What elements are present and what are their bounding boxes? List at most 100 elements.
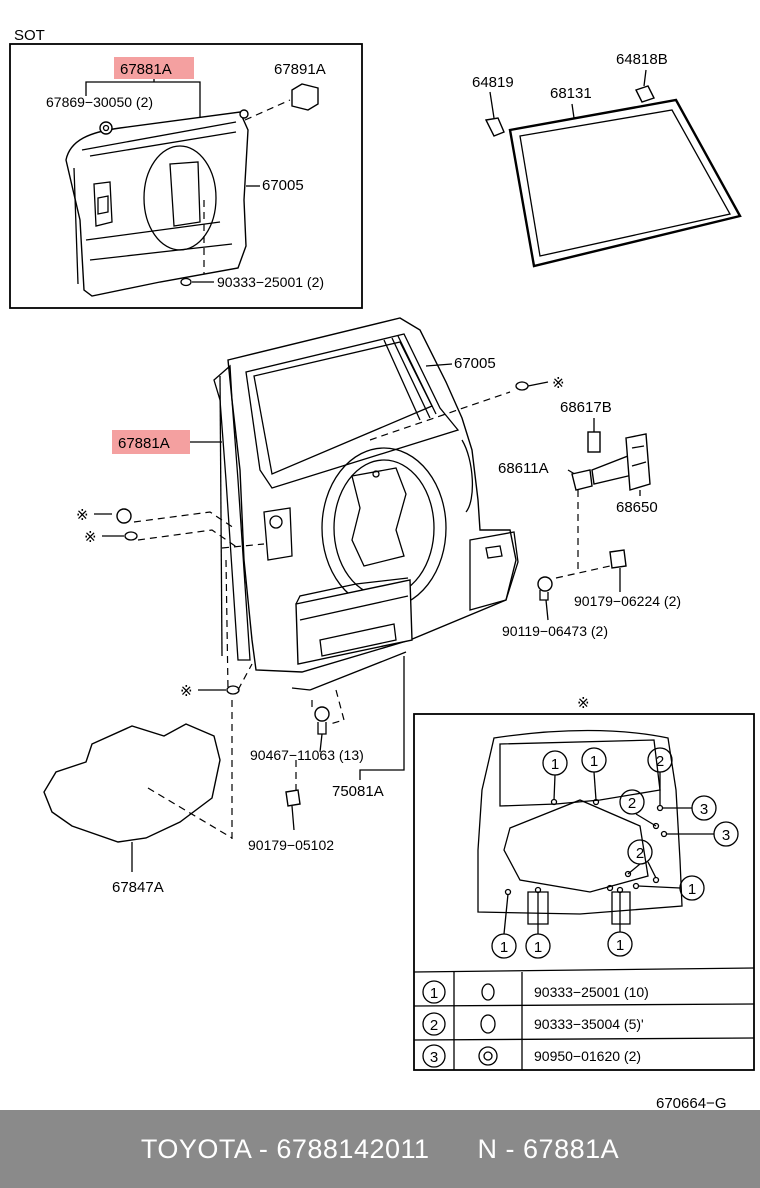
clip-marker-3-a: 3	[662, 795, 717, 821]
parts-diagram: SOT 67881A 67869−30050 (2) 67891A 67005 …	[9, 27, 755, 1110]
footer-part-code: N - 67881A	[477, 1133, 620, 1164]
clip-icon-2	[480, 1014, 496, 1034]
svg-text:2: 2	[430, 1017, 438, 1034]
sot-label-90333: 90333−25001 (2)	[217, 274, 324, 290]
clip-marker-1-c: 1	[637, 875, 705, 901]
bushing-68617b	[587, 431, 601, 453]
svg-text:90333−25001 (10): 90333−25001 (10)	[534, 984, 649, 1000]
hinge-68650	[625, 433, 651, 491]
sot-grommet-67891a	[291, 83, 319, 111]
svg-text:2: 2	[636, 845, 644, 862]
svg-text:3: 3	[700, 801, 708, 818]
svg-text:1: 1	[616, 937, 624, 954]
sot-handle-recess	[93, 181, 113, 227]
sot-highlight-67881a	[114, 57, 194, 79]
label-90467: 90467−11063 (13)	[250, 747, 364, 763]
glass-stopper-64818b	[635, 85, 655, 103]
asterisk-left-1: ※	[76, 507, 89, 524]
clip-icon-3	[478, 1046, 498, 1066]
clip-marker-2-c: 2	[627, 839, 657, 879]
highlight-67881a	[112, 430, 190, 454]
label-68650: 68650	[616, 499, 658, 516]
sot-inset: SOT 67881A 67869−30050 (2) 67891A 67005 …	[9, 27, 363, 309]
clip-marker-2-b: 2	[647, 747, 673, 806]
footer-spacer	[430, 1134, 478, 1165]
hole-plug-top	[515, 381, 529, 391]
label-68617b: 68617B	[560, 399, 612, 416]
label-75081a: 75081A	[332, 783, 384, 800]
label-90179-06224: 90179−06224 (2)	[574, 593, 681, 609]
label-68131: 68131	[550, 85, 592, 102]
asterisk-top: ※	[552, 375, 565, 392]
clip-marker-1-f: 1	[607, 892, 633, 957]
sot-trim-board	[65, 111, 249, 297]
bolt-90119	[537, 576, 553, 592]
sot-label-67869: 67869−30050 (2)	[46, 94, 153, 110]
asterisk-left-2: ※	[84, 529, 97, 546]
back-door-glass	[508, 98, 742, 268]
svg-text:3: 3	[430, 1049, 438, 1066]
svg-text:3: 3	[722, 827, 730, 844]
clip-inset-asterisk: ※	[577, 695, 590, 712]
svg-text:1: 1	[551, 756, 559, 773]
clip-90467	[314, 706, 330, 722]
label-67847a: 67847A	[112, 879, 164, 896]
clip-90179-06224	[609, 549, 627, 569]
footer-bar: TOYOTA - 6788142011 N - 67881A	[0, 1110, 760, 1188]
glass-stopper-64819	[484, 117, 505, 137]
label-90119: 90119−06473 (2)	[502, 623, 608, 639]
clip-68611a	[571, 469, 593, 491]
clip-left-1	[116, 508, 132, 524]
svg-text:1: 1	[590, 753, 598, 770]
svg-text:2: 2	[656, 753, 664, 770]
legend-row-1: 1 90333−25001 (10)	[422, 980, 649, 1004]
diagram-code: 670664−G	[656, 1095, 726, 1110]
clip-position-inset: ※ 1 1 2	[413, 695, 755, 1071]
legend-row-3: 3 90950−01620 (2)	[422, 1044, 641, 1068]
clip-inset-frame	[413, 713, 755, 1071]
back-door-group: 67005 67881A ※ ※ ※ 68617B 68611A 68650	[43, 317, 681, 896]
svg-text:1: 1	[500, 939, 508, 956]
clip-legend-table	[413, 967, 755, 1070]
back-door-glass-group: 64819 64818B 68131	[472, 51, 742, 268]
spare-tire-mount	[351, 467, 407, 567]
sot-label-67891a: 67891A	[274, 61, 326, 78]
door-handle-recess	[263, 507, 293, 561]
label-64819: 64819	[472, 74, 514, 91]
weatherstrip-67881a	[213, 364, 251, 661]
svg-text:90333−35004 (5)': 90333−35004 (5)'	[534, 1016, 644, 1032]
service-hole-cover-67847a	[43, 723, 221, 843]
sot-bracket-67881a	[85, 81, 201, 118]
sot-plug	[180, 277, 192, 287]
back-door-panel	[227, 317, 517, 673]
clip-marker-1-d: 1	[491, 893, 517, 959]
label-67005: 67005	[454, 355, 496, 372]
svg-text:1: 1	[534, 939, 542, 956]
label-67881a: 67881A	[118, 435, 170, 452]
sot-inset-frame	[9, 43, 363, 309]
clip-marker-1-a: 1	[542, 750, 568, 801]
plug-bottom	[226, 685, 240, 695]
sot-label-67005: 67005	[262, 177, 304, 194]
clip-90179-05102	[285, 789, 301, 807]
label-68611a: 68611A	[498, 460, 549, 477]
svg-text:1: 1	[430, 985, 438, 1002]
svg-text:1: 1	[688, 881, 696, 898]
clip-icon-1	[481, 983, 495, 1001]
legend-row-2: 2 90333−35004 (5)'	[422, 1012, 644, 1036]
clip-inset-board	[477, 729, 683, 915]
footer-part-number: TOYOTA - 6788142011	[140, 1133, 430, 1164]
door-window-opening	[245, 333, 460, 489]
sot-clip-67869	[99, 121, 113, 135]
svg-text:90950−01620 (2): 90950−01620 (2)	[534, 1048, 641, 1064]
plug-left-2	[124, 531, 138, 541]
svg-text:2: 2	[628, 795, 636, 812]
sot-title: SOT	[14, 27, 45, 44]
label-90179-05102: 90179−05102	[248, 837, 334, 853]
clip-marker-3-b: 3	[666, 821, 739, 847]
asterisk-bottom: ※	[180, 683, 193, 700]
label-64818b: 64818B	[616, 51, 668, 68]
clip-marker-1-e: 1	[525, 892, 551, 959]
clip-marker-1-b: 1	[581, 747, 607, 801]
clip-marker-2-a: 2	[619, 789, 657, 827]
